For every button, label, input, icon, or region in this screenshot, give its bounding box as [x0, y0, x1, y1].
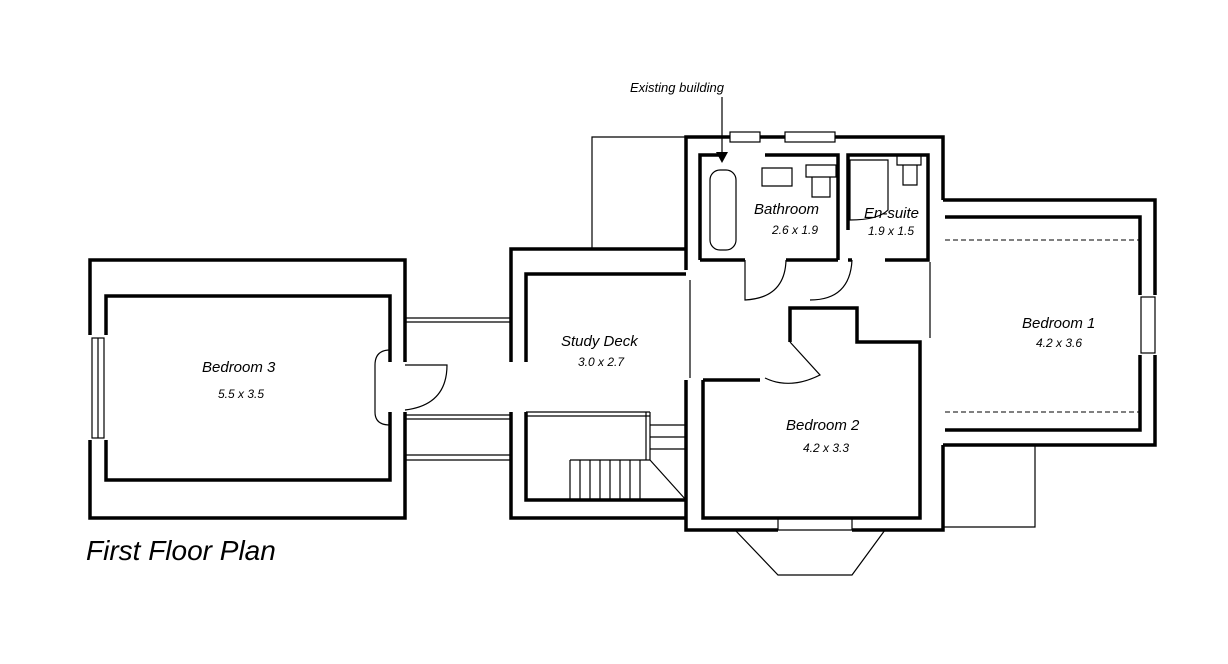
- room-size-bathroom: 2.6 x 1.9: [771, 223, 818, 237]
- room-name-bedroom-3: Bedroom 3: [202, 359, 276, 376]
- plan-title: First Floor Plan: [86, 535, 276, 566]
- main-block-walls: [684, 131, 945, 576]
- bedroom-1-walls: [943, 198, 1157, 447]
- room-name-bathroom: Bathroom: [754, 201, 819, 218]
- existing-building-outline: [591, 136, 1036, 528]
- staircase: [569, 424, 687, 501]
- room-name-study-deck: Study Deck: [561, 333, 639, 350]
- study-deck-walls: [509, 247, 687, 520]
- room-name-bedroom-2: Bedroom 2: [786, 417, 860, 434]
- existing-building-annotation: Existing building: [630, 80, 728, 163]
- room-name-en-suite: En-suite: [864, 205, 919, 222]
- annotation-label: Existing building: [630, 80, 725, 95]
- room-size-bedroom-2: 4.2 x 3.3: [803, 441, 849, 455]
- bedroom-3-walls: [88, 258, 448, 520]
- room-size-study-deck: 3.0 x 2.7: [578, 355, 625, 369]
- room-size-en-suite: 1.9 x 1.5: [868, 224, 914, 238]
- room-name-bedroom-1: Bedroom 1: [1022, 315, 1095, 332]
- room-size-bedroom-3: 5.5 x 3.5: [218, 387, 264, 401]
- bridge-walkway: [405, 317, 512, 461]
- room-size-bedroom-1: 4.2 x 3.6: [1036, 336, 1082, 350]
